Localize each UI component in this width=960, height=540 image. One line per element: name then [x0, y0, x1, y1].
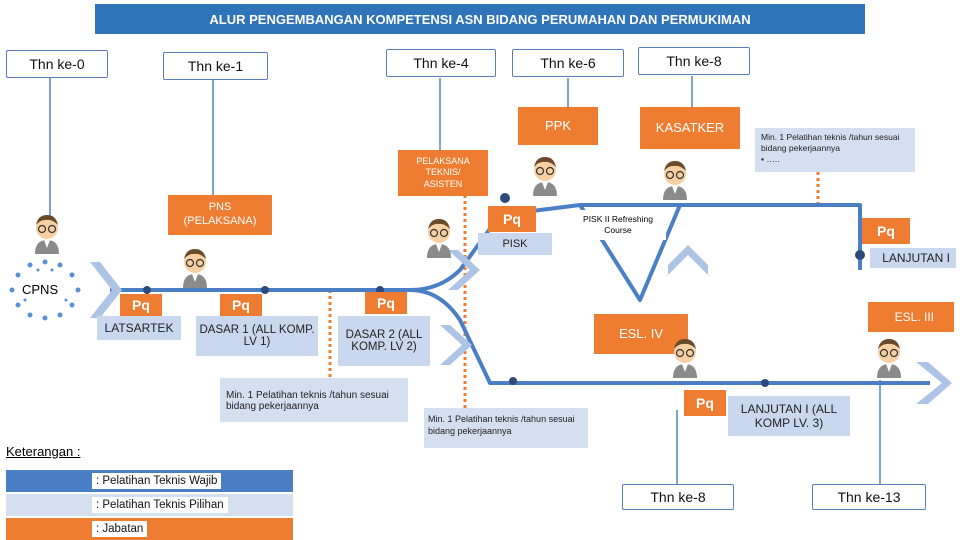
person-icon — [663, 161, 687, 200]
note-1: Min. 1 Pelatihan teknis /tahun sesuai bi… — [220, 378, 408, 422]
person-icon — [35, 215, 59, 254]
node-1 — [143, 286, 151, 294]
stage-latsartek: LATSARTEK — [97, 316, 181, 340]
person-icon — [673, 339, 697, 378]
legend-item-label: : Pelatihan Teknis Wajib — [92, 473, 222, 489]
legend-item-wajib: : Pelatihan Teknis Wajib — [6, 470, 293, 492]
stage-pisk: PISK — [478, 233, 552, 255]
pq-latsartek: Pq — [120, 294, 162, 316]
role-cpns: CPNS — [22, 282, 59, 297]
stage-lanjutan-top: LANJUTAN I — [870, 248, 956, 268]
year-box-6: Thn ke-6 — [512, 49, 624, 77]
year-box-8: Thn ke-8 — [638, 47, 750, 75]
year-box-4: Thn ke-4 — [386, 49, 496, 77]
note-3-main: Min. 1 Pelatihan teknis /tahun sesuai bi… — [761, 132, 900, 154]
node-2 — [261, 286, 269, 294]
chevron-1 — [90, 262, 122, 318]
person-icon — [183, 249, 207, 288]
chevron-5 — [916, 362, 952, 404]
year-box-1: Thn ke-1 — [163, 52, 268, 80]
person-icon — [533, 157, 557, 196]
pq-dasar2: Pq — [365, 292, 407, 314]
role-ppk: PPK — [518, 107, 598, 145]
pq-dasar1: Pq — [220, 294, 262, 316]
stage-dasar2: DASAR 2 (ALL KOMP. LV 2) — [338, 316, 430, 366]
year-box-8-bottom: Thn ke-8 — [622, 484, 734, 510]
chevron-2 — [448, 250, 480, 290]
node-7 — [761, 379, 769, 387]
stage-dasar1: DASAR 1 (ALL KOMP. LV 1) — [196, 316, 318, 356]
node-4 — [500, 193, 510, 203]
page-title: ALUR PENGEMBANGAN KOMPETENSI ASN BIDANG … — [95, 4, 865, 34]
chevron-4 — [668, 245, 708, 275]
legend-item-label: : Jabatan — [92, 521, 148, 537]
year-box-0: Thn ke-0 — [6, 50, 108, 78]
pq-top-right: Pq — [862, 218, 910, 244]
node-6 — [509, 377, 517, 385]
note-3-bullet: ▪ ….. — [761, 154, 780, 165]
node-5 — [855, 250, 865, 260]
person-icon — [427, 219, 451, 258]
role-pns: PNS (PELAKSANA) — [168, 195, 272, 235]
legend-heading: Keterangan : — [6, 444, 81, 459]
path-lower — [409, 288, 930, 385]
legend-item-pilihan: : Pelatihan Teknis Pilihan — [6, 494, 293, 516]
pq-pisk: Pq — [488, 206, 536, 232]
note-3: Min. 1 Pelatihan teknis /tahun sesuai bi… — [755, 128, 915, 172]
legend-item-jabatan: : Jabatan — [6, 518, 293, 540]
stage-pisk2: PISK II Refreshing Course — [570, 210, 666, 240]
role-kasatker: KASATKER — [640, 107, 740, 149]
year-box-13: Thn ke-13 — [812, 484, 926, 510]
person-icon — [877, 339, 901, 378]
chevron-3 — [440, 325, 472, 365]
role-esl3: ESL. III — [868, 302, 954, 332]
role-esl4: ESL. IV — [594, 314, 688, 354]
note-2: Min. 1 Pelatihan teknis /tahun sesuai bi… — [424, 408, 588, 448]
stage-lanjutan1: LANJUTAN I (ALL KOMP LV. 3) — [728, 396, 850, 436]
role-pelaksana-teknis: PELAKSANA TEKNIS/ ASISTEN — [398, 150, 488, 196]
pq-lanjutan: Pq — [684, 390, 726, 416]
legend-item-label: : Pelatihan Teknis Pilihan — [92, 497, 228, 513]
